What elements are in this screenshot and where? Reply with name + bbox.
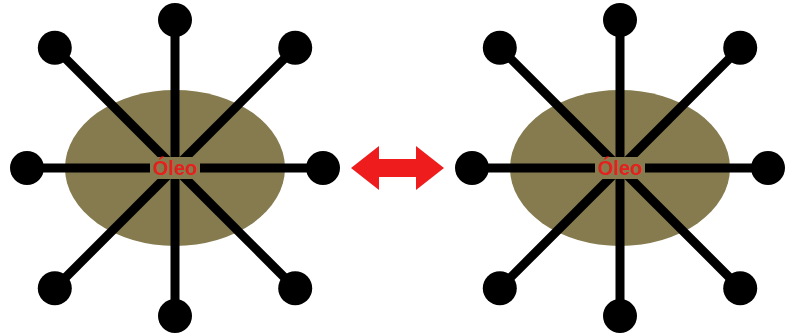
surfactant-tail [175, 168, 295, 288]
surfactant-head [278, 31, 312, 65]
surfactant-tail [55, 168, 175, 288]
oil-micelle: Óleo [6, 0, 344, 336]
surfactant-head [10, 151, 44, 185]
oil-micelle: Óleo [451, 0, 789, 336]
surfactant-head [38, 271, 72, 305]
surfactant-head [158, 299, 192, 333]
surfactant-tail [616, 20, 625, 168]
surfactant-tail [616, 168, 625, 316]
surfactant-head [483, 271, 517, 305]
surfactant-head [278, 271, 312, 305]
node-label: Óleo [150, 157, 200, 179]
surfactant-head [306, 151, 340, 185]
surfactant-head [723, 271, 757, 305]
surfactant-head [603, 299, 637, 333]
surfactant-head [483, 31, 517, 65]
surfactant-head [158, 3, 192, 37]
surfactant-head [723, 31, 757, 65]
surfactant-tail [175, 48, 295, 168]
surfactant-head [751, 151, 785, 185]
surfactant-tail [171, 168, 180, 316]
surfactant-tail [500, 48, 620, 168]
surfactant-tail [620, 48, 740, 168]
surfactant-head [455, 151, 489, 185]
node-label: Óleo [595, 157, 645, 179]
surfactant-tail [171, 20, 180, 168]
surfactant-tail [620, 168, 740, 288]
surfactant-head [603, 3, 637, 37]
surfactant-head [38, 31, 72, 65]
double-arrow [351, 146, 444, 190]
surfactant-tail [500, 168, 620, 288]
surfactant-tail [55, 48, 175, 168]
